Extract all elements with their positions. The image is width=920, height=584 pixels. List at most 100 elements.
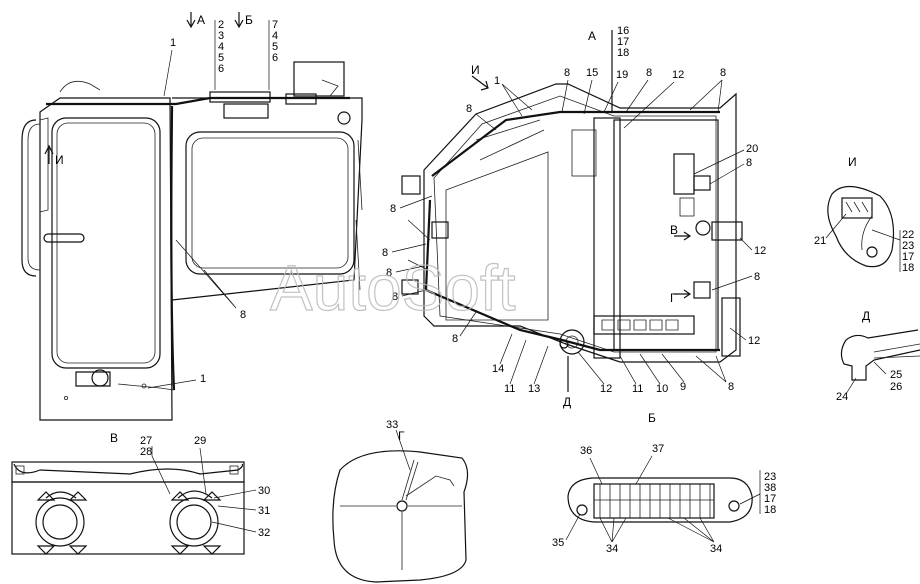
wiper-motor-hub	[91, 369, 109, 387]
callout-label: 21	[814, 235, 826, 247]
leader-line	[695, 355, 727, 383]
left-cab-view: А Б И 2 3 4 5 6 7 4 5 6 1 1 8	[21, 12, 363, 421]
rear-door-pillar	[593, 117, 621, 359]
leader-line	[639, 353, 661, 385]
leader-line	[693, 149, 745, 175]
callout-label: 22	[902, 229, 914, 241]
detail-b-outline	[567, 477, 753, 523]
roof-wires	[475, 119, 545, 161]
callout-label: 3	[218, 30, 224, 42]
callout-label: 12	[600, 383, 612, 395]
detail-i-bolt	[866, 246, 878, 258]
view-label-a-top: А	[197, 13, 205, 27]
lamp-bolt	[141, 383, 147, 389]
pillar-harness	[170, 106, 176, 391]
callout-label: 6	[272, 52, 278, 64]
callout-label: 19	[616, 69, 628, 81]
leader-line	[599, 517, 627, 543]
detail-view-d: Д 24 25 26	[836, 309, 920, 403]
callout-label: 7	[272, 19, 278, 31]
callout-label: 8	[728, 381, 734, 393]
view-label-b: Б	[648, 411, 656, 425]
callout-label: 2	[218, 19, 224, 31]
roof-harness	[46, 96, 350, 106]
door-rivet	[64, 395, 69, 400]
leader-line	[199, 447, 207, 495]
view-label-i-arrow: И	[471, 63, 480, 77]
callout-label: 6	[218, 63, 224, 75]
callout-label: 8	[452, 333, 458, 345]
lamp-upper	[693, 175, 711, 191]
leader-line	[661, 353, 685, 383]
bottom-round-part-hub	[565, 335, 579, 349]
rear-box-wire	[321, 79, 339, 97]
arrow-view-v	[674, 231, 692, 241]
callout-label: 8	[382, 247, 388, 259]
detail-d-cable	[873, 343, 920, 359]
callout-label: 13	[528, 383, 540, 395]
callout-label: 8	[386, 267, 392, 279]
callout-label: 18	[764, 504, 776, 516]
lamp-wire	[117, 383, 175, 391]
right-pillar-bolt	[337, 111, 351, 125]
lamp-lower	[693, 281, 711, 299]
callout-label: 12	[672, 69, 684, 81]
callout-label: 15	[586, 67, 598, 79]
view-label-a-right: А	[588, 29, 596, 43]
callout-label: 8	[466, 103, 472, 115]
view-label-b-arrow: В	[670, 223, 678, 237]
leader-line	[501, 83, 533, 117]
callout-label: 18	[902, 262, 914, 274]
callout-label: 17	[902, 251, 914, 263]
callout-label: 26	[890, 381, 902, 393]
left-door-window-inner	[56, 122, 156, 364]
leader-line	[475, 113, 497, 131]
callout-label: 37	[652, 443, 664, 455]
leader-line	[565, 513, 581, 541]
connector-12	[711, 221, 743, 241]
detail-v-top	[13, 463, 244, 475]
detail-view-i: И 21 22 23 17 18	[814, 155, 914, 274]
leader-line	[147, 379, 197, 389]
right-pillar-seal	[355, 139, 363, 291]
detail-v-box	[11, 481, 245, 555]
callout-label: 36	[580, 445, 592, 457]
callout-label: 28	[140, 446, 152, 458]
leader-line	[729, 327, 747, 341]
watermark: AutoSoft	[270, 252, 516, 324]
callout-1-top: 1	[170, 37, 176, 49]
arrow-view-g	[674, 289, 692, 299]
lamp-left-fixings	[36, 491, 88, 555]
view-label-b-top: Б	[245, 13, 253, 27]
callout-label: 38	[764, 482, 776, 494]
callout-label: 12	[748, 335, 760, 347]
callout-label: 17	[764, 493, 776, 505]
detail-d-body	[840, 339, 920, 381]
callout-label: 9	[680, 381, 686, 393]
leader-line	[395, 265, 425, 273]
detail-i-wire	[861, 215, 873, 251]
view-label-g: Г	[398, 429, 405, 443]
callout-label: 20	[746, 143, 758, 155]
ground-point	[559, 339, 569, 349]
left-door-window	[51, 117, 161, 369]
view-label-d-arrow: Д	[563, 395, 571, 409]
detail-view-v: В 27 28 29 30 31 32	[11, 431, 270, 555]
detail-v-tab-left	[15, 465, 25, 475]
callout-label: 8	[754, 271, 760, 283]
callout-label: 5	[272, 41, 278, 53]
leader-line	[401, 289, 427, 297]
arrow-view-i-left	[44, 144, 54, 164]
leader-line	[635, 455, 653, 485]
callout-label: 4	[272, 30, 278, 42]
front-handle-top	[401, 175, 421, 195]
leader-line	[711, 275, 753, 291]
cab-frame-outline	[423, 83, 737, 363]
callout-label: 8	[646, 67, 652, 79]
callout-label: 8	[564, 67, 570, 79]
switch-row	[601, 319, 679, 331]
lamp-right-clamp	[177, 490, 213, 499]
roof-connector-block	[209, 91, 271, 103]
rear-window-inner	[191, 137, 349, 269]
